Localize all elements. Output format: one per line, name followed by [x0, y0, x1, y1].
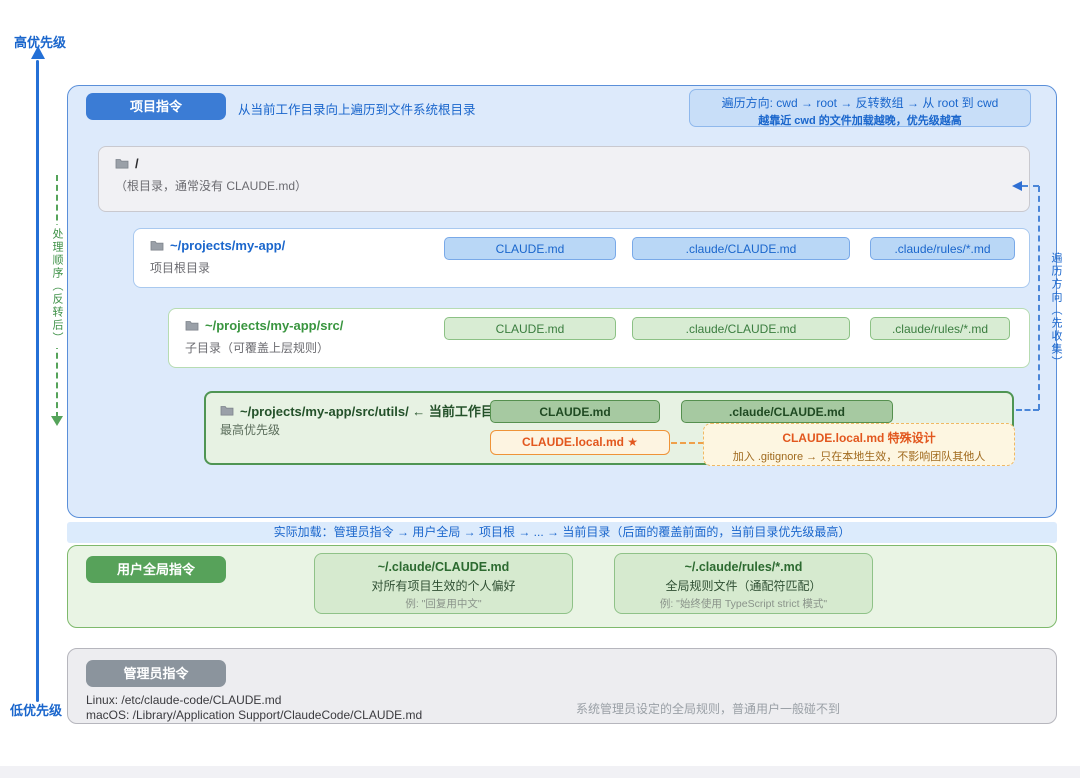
admin-note: 系统管理员设定的全局规则，普通用户一般碰不到 — [576, 702, 841, 716]
dir-cwd-desc: 最高优先级 — [220, 423, 281, 437]
process-order-label: 处理顺序（反转后） — [49, 225, 65, 348]
file-chip-claude-md: CLAUDE.md — [490, 400, 660, 423]
user-global-box-example: 例: "回复用中文" — [405, 598, 482, 610]
dir-src-title: ~/projects/my-app/src/ — [185, 318, 343, 333]
process-order-arrow-head — [51, 416, 63, 426]
traverse-info-line1: 遍历方向: cwd → root → 反转数组 → 从 root 到 cwd — [721, 96, 999, 110]
admin-macos-path: macOS: /Library/Application Support/Clau… — [86, 708, 423, 722]
local-note-connector — [671, 442, 704, 444]
claude-local-note-text: 加入 .gitignore → 只在本地生效，不影响团队其他人 — [732, 451, 986, 463]
user-global-box-example: 例: "始终使用 TypeScript strict 模式" — [659, 598, 828, 610]
project-panel: 项目指令 从当前工作目录向上遍历到文件系统根目录 遍历方向: cwd → roo… — [67, 85, 1057, 518]
dir-row-cwd: ~/projects/my-app/src/utils/ ← 当前工作目录 (c… — [204, 391, 1015, 466]
admin-linux-path: Linux: /etc/claude-code/CLAUDE.md — [86, 693, 282, 707]
file-chip-claude-dir-md: .claude/CLAUDE.md — [681, 400, 893, 423]
dir-project-path: ~/projects/my-app/ — [170, 238, 286, 253]
dir-cwd-title: ~/projects/my-app/src/utils/ ← 当前工作目录 (c… — [220, 401, 544, 420]
dir-row-src: ~/projects/my-app/src/ 子目录（可覆盖上层规则） CLAU… — [168, 308, 1030, 368]
dir-src-path: ~/projects/my-app/src/ — [205, 318, 344, 333]
user-global-badge: 用户全局指令 — [86, 556, 226, 583]
traverse-line-top — [1022, 185, 1039, 187]
user-global-box-title: ~/.claude/rules/*.md — [684, 560, 803, 574]
traverse-label: 遍历方向（先收集） — [1050, 252, 1062, 369]
user-global-box-claude-md: ~/.claude/CLAUDE.md 对所有项目生效的个人偏好 例: "回复用… — [314, 553, 573, 614]
traverse-line-vertical — [1038, 186, 1040, 410]
admin-badge: 管理员指令 — [86, 660, 226, 687]
dir-project-title: ~/projects/my-app/ — [150, 238, 285, 253]
traverse-info-line2: 越靠近 cwd 的文件加载越晚，优先级越高 — [758, 115, 962, 127]
dir-row-project-root: ~/projects/my-app/ 项目根目录 CLAUDE.md .clau… — [133, 228, 1030, 288]
load-order-caption: 实际加载：管理员指令 → 用户全局 → 项目根 → ... → 当前目录（后面的… — [67, 522, 1057, 543]
project-subtitle: 从当前工作目录向上遍历到文件系统根目录 — [238, 103, 476, 117]
file-chip-claude-dir-md: .claude/CLAUDE.md — [632, 237, 850, 260]
file-chip-rules-md: .claude/rules/*.md — [870, 317, 1010, 340]
dir-root-title: / — [115, 156, 139, 171]
user-global-box-title: ~/.claude/CLAUDE.md — [377, 560, 510, 574]
dir-project-desc: 项目根目录 — [150, 261, 211, 275]
bottom-strip — [0, 766, 1080, 778]
file-chip-claude-local-md: CLAUDE.local.md ★ — [490, 430, 670, 455]
folder-icon — [185, 321, 199, 331]
folder-icon — [115, 159, 129, 169]
dir-row-root: / （根目录，通常没有 CLAUDE.md） — [98, 146, 1030, 212]
low-priority-label: 低优先级 — [10, 703, 63, 718]
user-global-box-rules-md: ~/.claude/rules/*.md 全局规则文件（通配符匹配） 例: "始… — [614, 553, 873, 614]
user-global-box-desc: 全局规则文件（通配符匹配） — [665, 579, 822, 593]
user-global-panel: 用户全局指令 ~/.claude/CLAUDE.md 对所有项目生效的个人偏好 … — [67, 545, 1057, 628]
file-chip-claude-md: CLAUDE.md — [444, 237, 616, 260]
traverse-arrow-head — [1012, 181, 1022, 191]
priority-axis-line — [36, 60, 39, 702]
claude-local-note-title: CLAUDE.local.md 特殊设计 — [782, 431, 936, 445]
file-chip-claude-md: CLAUDE.md — [444, 317, 616, 340]
project-badge: 项目指令 — [86, 93, 226, 120]
high-priority-label: 高优先级 — [14, 35, 67, 50]
dir-root-path: / — [135, 156, 139, 171]
claude-local-note: CLAUDE.local.md 特殊设计 加入 .gitignore → 只在本… — [703, 423, 1015, 466]
folder-icon — [150, 241, 164, 251]
dir-cwd-path: ~/projects/my-app/src/utils/ ← 当前工作目录 (c… — [240, 404, 545, 419]
traverse-line-bottom — [1016, 409, 1039, 411]
dir-src-desc: 子目录（可覆盖上层规则） — [185, 341, 330, 355]
file-chip-rules-md: .claude/rules/*.md — [870, 237, 1015, 260]
file-chip-claude-dir-md: .claude/CLAUDE.md — [632, 317, 850, 340]
user-global-box-desc: 对所有项目生效的个人偏好 — [371, 579, 516, 593]
traverse-info-box: 遍历方向: cwd → root → 反转数组 → 从 root 到 cwd 越… — [689, 89, 1031, 127]
priority-arrow-head — [30, 46, 45, 59]
dir-root-desc: （根目录，通常没有 CLAUDE.md） — [115, 179, 308, 193]
admin-panel: 管理员指令 Linux: /etc/claude-code/CLAUDE.md … — [67, 648, 1057, 724]
folder-icon — [220, 406, 234, 416]
